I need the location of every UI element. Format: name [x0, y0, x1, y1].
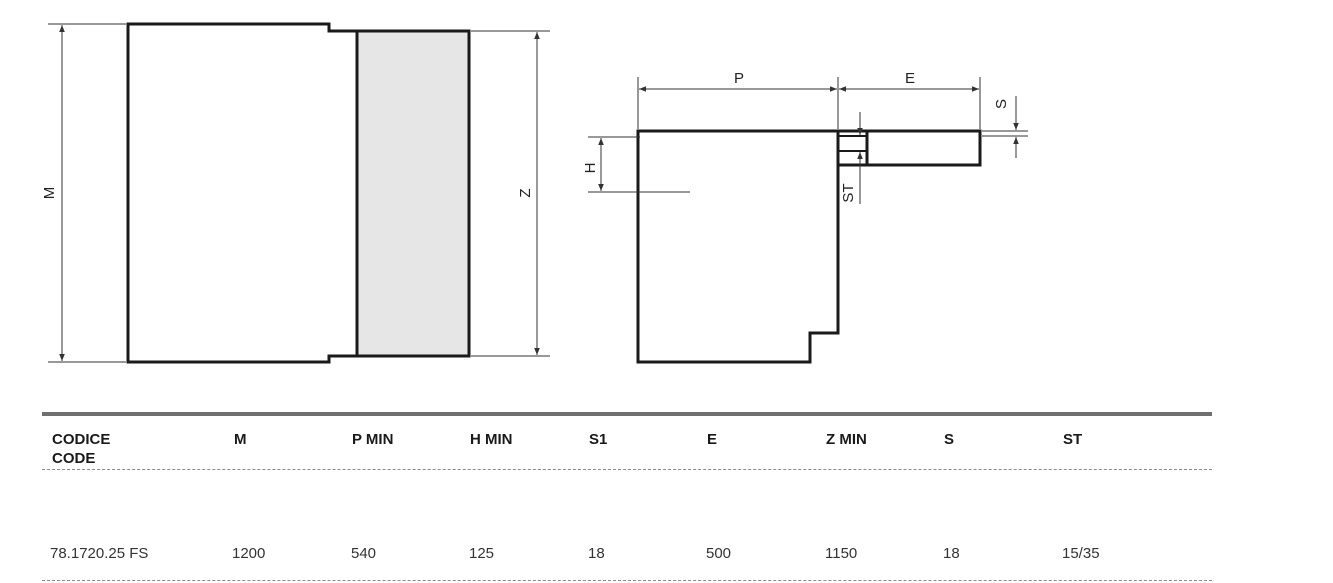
door-panel [355, 29, 471, 358]
front-view: M Z [41, 22, 550, 364]
header-m: M [234, 431, 247, 448]
header-p-min: P MIN [352, 431, 394, 448]
table-top-rule [42, 412, 1212, 416]
table-header-row: CODICE CODE M P MIN H MIN S1 E Z MIN S S… [42, 416, 1212, 470]
side-view: P E H S ST [582, 70, 1028, 364]
h-label: H [582, 163, 599, 174]
cell-s1: 18 [588, 545, 605, 562]
header-label-line1: CODICE [52, 431, 111, 448]
cell-m: 1200 [232, 545, 266, 562]
header-codice-code: CODICE CODE [52, 430, 110, 468]
z-label: Z [517, 188, 534, 197]
side-body-outline [636, 129, 840, 364]
cell-e: 500 [706, 545, 732, 562]
p-label: P [734, 70, 744, 87]
header-st: ST [1063, 431, 1083, 448]
header-z-min: Z MIN [826, 431, 867, 448]
header-h-min: H MIN [470, 431, 513, 448]
s-label: S [993, 99, 1010, 109]
cell-code: 78.1720.25 FS [50, 545, 149, 562]
e-label: E [905, 70, 915, 87]
technical-drawing: M Z P E H [41, 22, 1028, 364]
cell-s: 18 [943, 545, 960, 562]
cell-z-min: 1150 [825, 545, 858, 562]
header-label-line2: CODE [52, 450, 96, 467]
cell-h-min: 125 [469, 545, 495, 562]
st-label: ST [840, 183, 857, 202]
header-s1: S1 [589, 431, 608, 448]
header-e: E [707, 431, 718, 448]
table-row: 78.1720.25 FS 1200 540 125 18 500 1150 1… [42, 470, 1212, 581]
cell-st: 15/35 [1062, 545, 1100, 562]
header-s: S [944, 431, 955, 448]
cell-p-min: 540 [351, 545, 377, 562]
cabinet-body-outline [126, 22, 359, 364]
m-label: M [41, 187, 58, 200]
specification-table: CODICE CODE M P MIN H MIN S1 E Z MIN S S… [42, 412, 1212, 581]
